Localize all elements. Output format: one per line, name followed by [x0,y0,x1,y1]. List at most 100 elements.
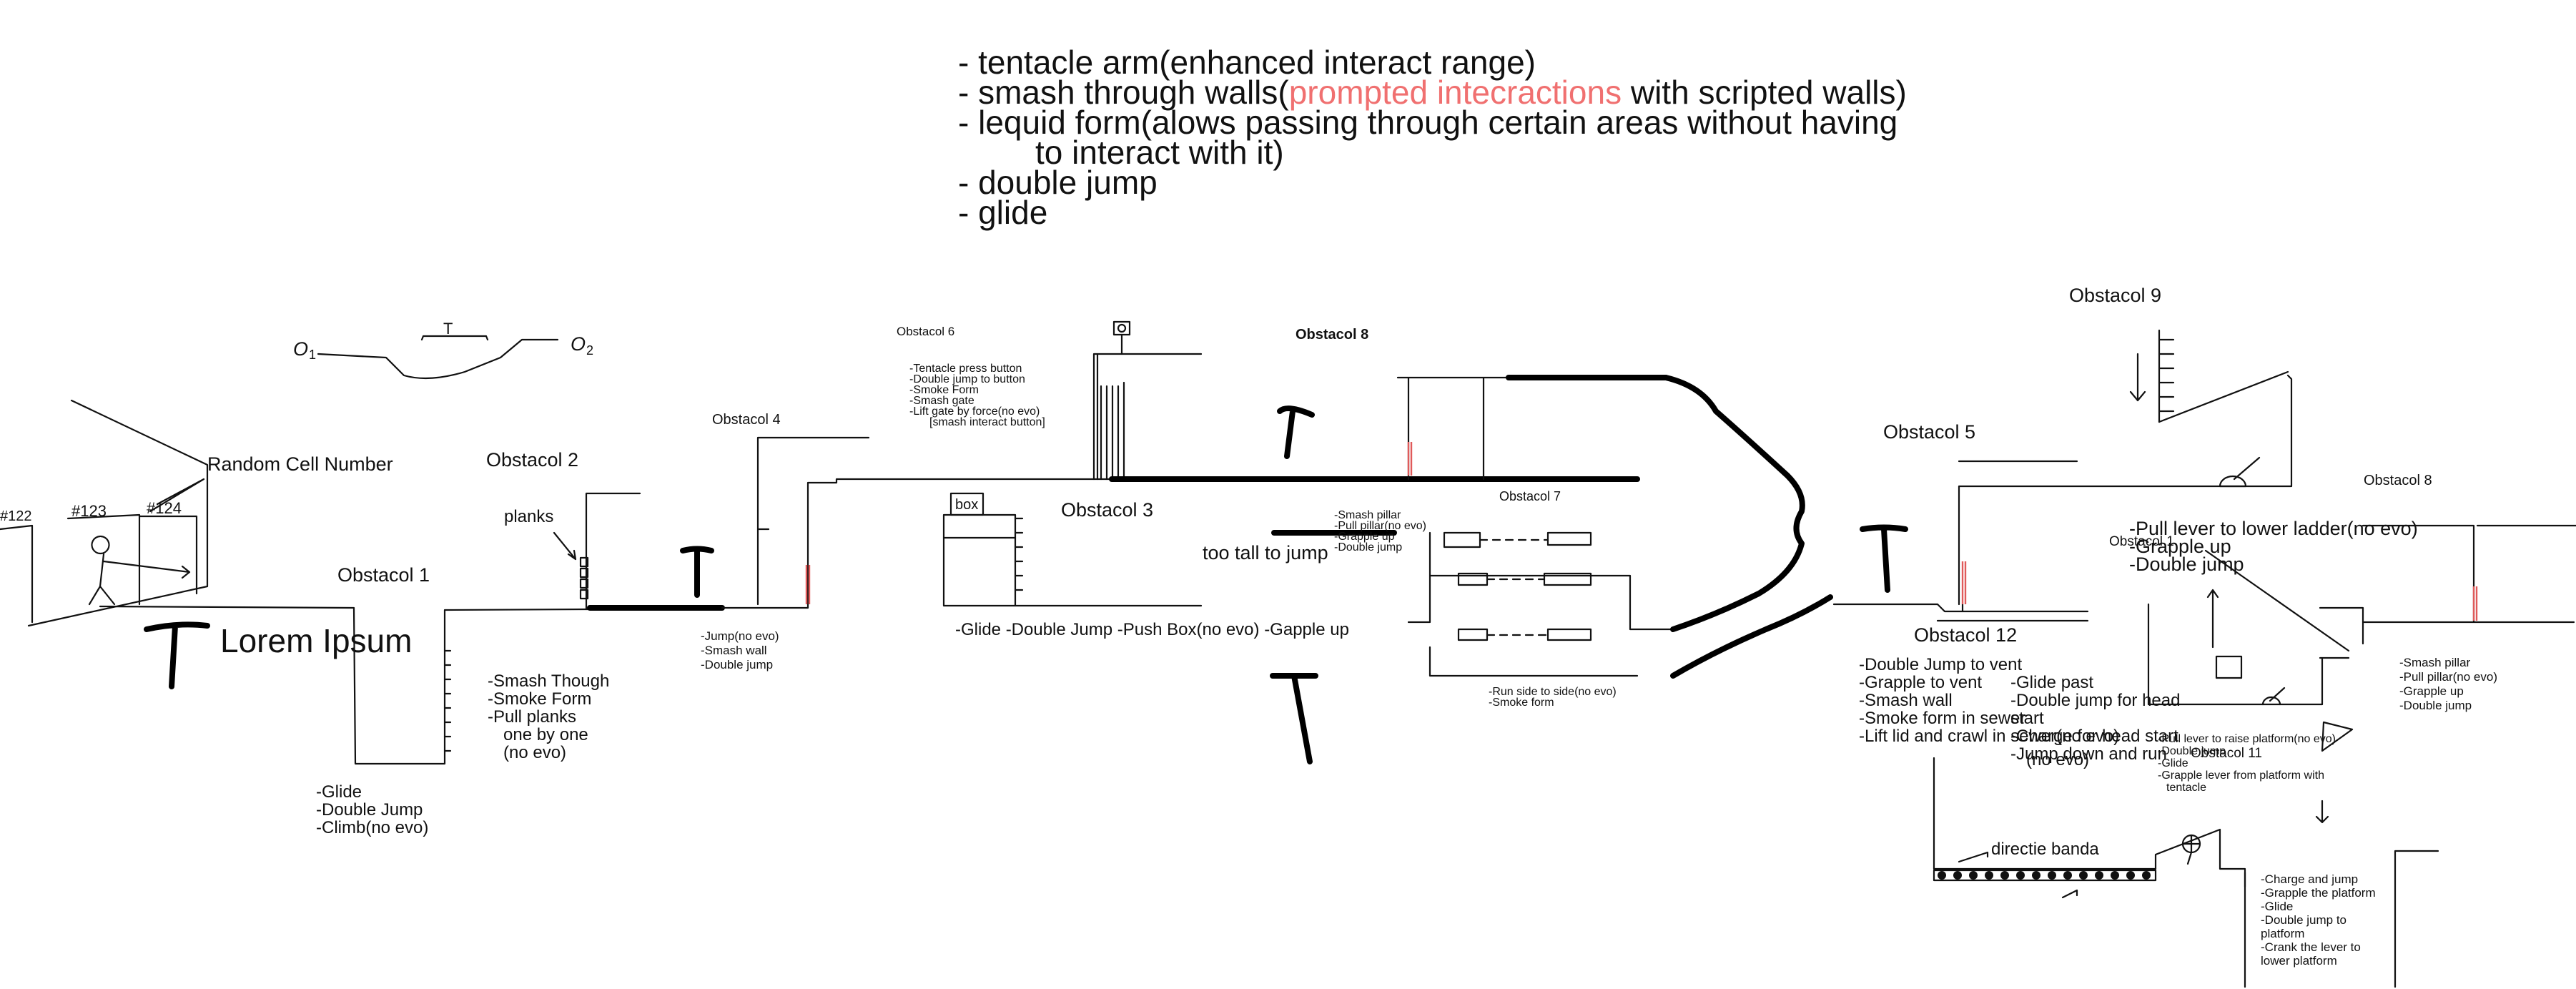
obstacle-1-note-1: -Glide [316,782,362,802]
obstacle-9-arrow [2129,353,2146,402]
sketch-route-line [317,338,559,380]
obstacle-1-note-3: -Climb(no evo) [316,818,428,837]
obstacle-8b: Obstacol 8 -Smash pillar -Pull pillar(no… [2362,473,2576,712]
obstacle-7-platforms [1443,531,1592,641]
conveyor-belt [1933,869,2157,882]
obstacle-6-note-4: -Smash gate [909,395,974,407]
ability-liquid-cont: to interact with it) [1035,134,1284,171]
obstacle-8b-note-1: -Smash pillar [2399,656,2471,669]
box-label: box [955,497,978,513]
sketch-o1-label: O [293,338,308,360]
obstacle-6-gate [1092,353,1203,481]
obstacle-11-note-1: -Pull lever to raise platform(no evo) [2158,733,2336,745]
ability-tentacle: - tentacle arm(enhanced interact range) [958,44,1536,81]
obstacle-8b-breakable-pillar [2472,586,2478,621]
obstacle-6-label: Obstacol 6 [897,325,954,338]
glide-note-4: -Charge for head start [2010,727,2178,746]
random-cell-label: Random Cell Number [207,453,393,475]
obstacle-11-triangle [2315,721,2354,824]
obstacle-11: Obstacol 11 -Pull lever to raise platfor… [2147,549,2364,824]
stick-figure [88,535,191,606]
obstacle-3-notes: -Glide -Double Jump -Push Box(no evo) -G… [955,620,1349,639]
charge-note-5: platform [2261,927,2304,940]
glide-note-5: -Jump down and run [2010,744,2167,764]
glide-note-6: (no evo) [2026,750,2089,769]
too-tall-label: too tall to jump [1203,542,1328,564]
obstacle-6-note-3: -Smoke Form [909,384,979,396]
obstacle-8b-note-3: -Grapple up [2399,684,2464,698]
obstacle-8b-note-4: -Double jump [2399,699,2472,712]
sketch-o1-sub: 1 [309,348,316,362]
sketch-top-mark [420,335,489,341]
ability-smash: - smash through walls(prompted intecract… [958,74,1907,111]
obstacle-9-note-3: -Double jump [2129,553,2244,575]
obstacle-8: Obstacol 8 -Smash pillar -Pull pillar(no… [1203,327,1669,564]
obstacle-2-note-3: -Pull planks [488,707,576,727]
obstacle-6-note-2: -Double jump to button [909,373,1025,385]
obstacle-6-note-1: -Tentacle press button [909,363,1022,375]
obstacle-7-label: Obstacol 7 [1499,489,1561,503]
ability-list: - tentacle arm(enhanced interact range) … [958,44,1907,231]
obstacle-5-walls [1958,374,2293,606]
pillar-note-2: -Pull pillar(no evo) [1334,520,1426,532]
charge-note-7: lower platform [2261,954,2337,968]
obstacle-2-note-2: -Smoke Form [488,689,591,709]
charge-area-walls [2244,850,2439,988]
obstacle-1-ladder [443,649,452,752]
conveyor-area: directie banda -Charge and jump -Grapple… [1933,757,2439,988]
planks-arrow [553,531,577,561]
obstacle-7-chamber [1407,531,1674,677]
ability-double-jump: - double jump [958,164,1158,201]
connector-upper [1663,375,1805,632]
obstacle-1: Obstacol 1 -Glide -Double Jump -Climb(no… [99,564,588,837]
obstacle-6-button [1112,320,1131,336]
obstacle-4-t-marker [680,546,714,598]
glide-note-2: -Double jump for head [2010,691,2180,710]
obstacle-2-note-5: (no evo) [503,743,566,762]
sketch-o2-sub: 2 [586,343,593,358]
obstacle-4-note-1: -Jump(no evo) [701,629,779,643]
obstacle-6-note-6: [smash interact button] [929,416,1045,428]
connector-lower [1670,594,1833,679]
obstacle-9-note-2: -Grapple up [2129,536,2231,557]
glide-note-3: start [2010,709,2044,728]
conveyor-arrow-bottom [2061,889,2078,899]
obstacle-9-lever [2158,370,2289,488]
obstacle-2-wall [585,492,641,611]
obstacle-12-note-4: -Smoke form in sewer [1859,709,2025,728]
obstacle-7-t-marker [1270,673,1318,764]
highlighted-phrase: prompted intecractions [1289,74,1622,111]
obstacle-9-label: Obstacol 9 [2069,285,2161,306]
obstacle-8b-note-2: -Pull pillar(no evo) [2399,670,2497,684]
obstacle-4-wall [756,436,870,606]
pillar-note-4: -Double jump [1334,541,1402,553]
obstacle-12-breakable-wall [1961,561,1967,604]
obstacle-12-note-5: -Lift lid and crawl in sewer(no evo) [1859,727,2119,746]
obstacle-8-breakable-pillar [1407,442,1413,476]
obstacle-1-pit [99,605,588,765]
obstacle-11-note-4: -Grapple lever from platform with [2158,769,2324,782]
obstacle-7: Obstacol 7 -Run side to side(no evo) -Sm… [1270,489,1674,764]
ability-liquid: - lequid form(alows passing through cert… [958,104,1898,141]
planks-label: planks [504,507,553,526]
obstacle-4-note-3: -Double jump [701,658,773,671]
obstacle-2-note-1: -Smash Though [488,671,609,691]
sketch-o2-label: O [571,333,586,355]
obstacle-11-lever [2261,687,2286,706]
obstacle-2-note-4: one by one [503,725,588,744]
obstacle-12-vent [1832,603,2089,622]
obstacle-8-t-marker [1277,405,1315,459]
cell-doors [0,513,198,624]
obstacle-5-label: Obstacol 5 [1883,421,1975,443]
obstacle-8-label: Obstacol 8 [1296,327,1368,343]
lorem-ipsum-label: Lorem Ipsum [220,622,412,659]
obstacle-8b-label: Obstacol 8 [2364,473,2432,488]
obstacle-5-9: Obstacol 5 Obstacol 9 -Pull lever to low… [1883,285,2418,606]
obstacle-12-label: Obstacol 12 [1914,624,2017,646]
obstacle-11-note-3: -Glide [2158,757,2188,769]
spawn-t-marker [144,621,210,689]
obstacle-1-note-2: -Double Jump [316,800,423,820]
pillar-note-1: -Smash pillar [1334,509,1401,521]
obstacle-11-note-2: -Double jump [2158,745,2226,757]
cell-number-124: #124 [147,499,182,517]
